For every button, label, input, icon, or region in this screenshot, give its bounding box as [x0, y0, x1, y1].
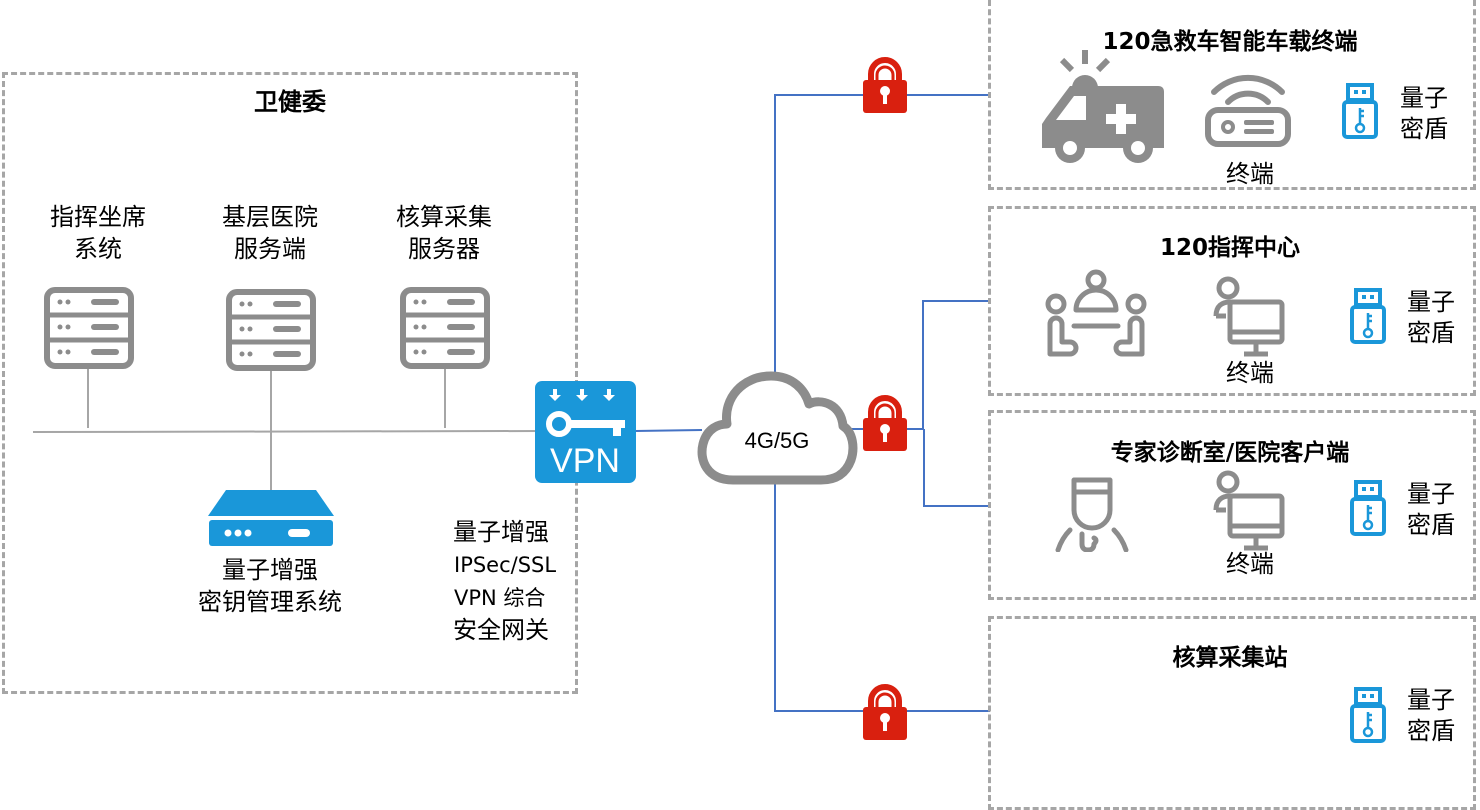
zone-ambulance-terminal — [988, 0, 1476, 190]
quantum-key-label-2: 密盾 — [1400, 115, 1448, 143]
zone-health-commission-title: 卫健委 — [254, 88, 326, 116]
zone-command-center-title: 120指挥中心 — [1159, 235, 1300, 261]
kms-label-line2: 密钥管理系统 — [198, 588, 342, 616]
vpn-desc-line3: VPN 综合 — [454, 586, 546, 610]
quantum-key-label-1: 量子 — [1400, 84, 1448, 112]
usb-key-icon — [1342, 83, 1378, 139]
server-label-line2: 服务器 — [408, 235, 480, 263]
server-label-line2: 系统 — [74, 235, 122, 263]
lan-bus-line — [32, 430, 541, 433]
cloud-icon: 4G/5G — [697, 371, 858, 485]
server-rack-icon — [44, 287, 134, 369]
padlock-icon — [863, 395, 907, 451]
zone-expert-room-title: 专家诊断室/医院客户端 — [1110, 440, 1350, 466]
link-command-center — [922, 300, 990, 429]
meeting-group-icon — [1045, 269, 1147, 357]
vpn-desc-line4: 安全网关 — [453, 616, 549, 644]
wifi-router-icon — [1205, 74, 1291, 147]
zone-command-center — [988, 206, 1476, 396]
terminal-label: 终端 — [1226, 160, 1274, 188]
quantum-key-label-1: 量子 — [1407, 480, 1455, 508]
kms-label-line1: 量子增强 — [222, 556, 318, 584]
server-rack-icon — [226, 289, 316, 371]
quantum-key-label-1: 量子 — [1407, 686, 1455, 714]
usb-key-icon — [1350, 288, 1386, 344]
vpn-desc-line2: IPSec/SSL — [454, 553, 557, 577]
link-ambulance — [774, 94, 990, 376]
vpn-key-icon: VPN — [535, 381, 636, 483]
vpn-cloud-link — [633, 429, 703, 432]
link-collection-station — [774, 482, 990, 712]
zone-collection-station-title: 核算采集站 — [1172, 645, 1288, 671]
quantum-key-label-2: 密盾 — [1407, 717, 1455, 745]
doctor-icon — [1055, 477, 1129, 552]
zone-ambulance-title: 120急救车智能车载终端 — [1102, 29, 1358, 55]
zone-expert-room — [988, 410, 1476, 600]
quantum-key-label-2: 密盾 — [1407, 511, 1455, 539]
quantum-key-label-1: 量子 — [1407, 288, 1455, 316]
server-label-line1: 核算采集 — [396, 203, 492, 231]
quantum-key-label-2: 密盾 — [1407, 319, 1455, 347]
vpn-icon-text: VPN — [550, 442, 620, 480]
cloud-label: 4G/5G — [745, 428, 810, 453]
terminal-label: 终端 — [1226, 359, 1274, 387]
user-computer-icon — [1213, 470, 1285, 551]
server-label-line1: 基层医院 — [222, 203, 318, 231]
vpn-desc-line1: 量子增强 — [453, 518, 549, 546]
server-label-line1: 指挥坐席 — [50, 203, 146, 231]
link-expert-room — [923, 429, 990, 507]
network-appliance-icon — [208, 490, 334, 546]
padlock-icon — [863, 57, 907, 113]
padlock-icon — [863, 684, 907, 740]
server-label-line2: 服务端 — [234, 235, 306, 263]
terminal-label: 终端 — [1226, 550, 1274, 578]
ambulance-icon — [1042, 50, 1164, 163]
usb-key-icon — [1350, 687, 1386, 743]
usb-key-icon — [1350, 480, 1386, 536]
user-computer-icon — [1213, 276, 1285, 357]
server-rack-icon — [400, 287, 490, 369]
